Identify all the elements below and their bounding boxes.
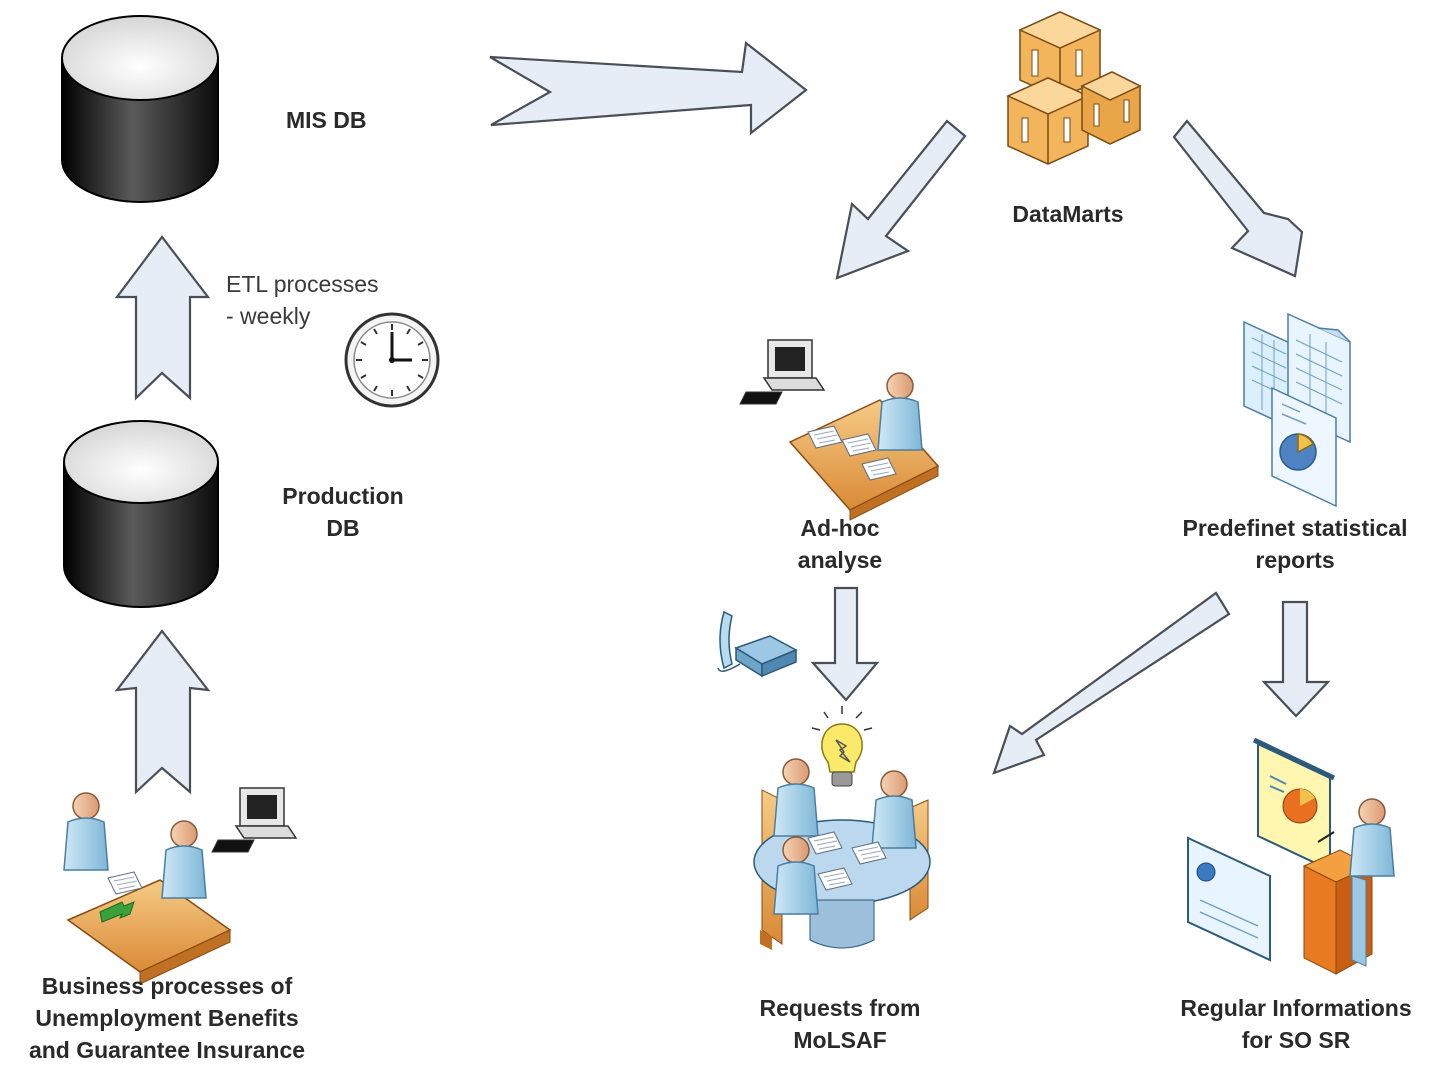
arrow-production-to-mis [114, 235, 211, 401]
etl-line-1: ETL processes [226, 271, 379, 297]
requests-line-2: MoLSAF [793, 1027, 887, 1053]
adhoc-line-2: analyse [797, 547, 883, 573]
arrow-datamarts-to-reports [1172, 119, 1304, 278]
business-line-2: Unemployment Benefits [35, 1005, 299, 1031]
arrow-reports-to-requests [992, 591, 1231, 775]
arrow-adhoc-to-requests [810, 586, 880, 702]
business-line-3: and Guarantee Insurance [28, 1037, 306, 1063]
adhoc-line-1: Ad-hoc [800, 515, 880, 541]
presenter-podium-icon [1187, 737, 1395, 975]
arrow-business-to-production [114, 629, 211, 795]
lightbulb-icon [811, 706, 873, 787]
etl-processes-label: ETL processes - weekly [226, 268, 379, 332]
telephone-icon [717, 610, 798, 678]
reports-documents-icon [1243, 312, 1351, 508]
datamarts-boxes-icon [1006, 11, 1142, 165]
regular-informations-label: Regular Informations for SO SR [1158, 992, 1434, 1056]
regular-line-2: for SO SR [1241, 1027, 1351, 1053]
etl-line-2: - weekly [226, 303, 311, 329]
mis-db-label: MIS DB [286, 104, 367, 136]
reports-line-1: Predefinet statistical [1182, 515, 1408, 541]
arrow-reports-to-regular [1261, 600, 1331, 718]
production-db-label: Production DB [272, 480, 414, 544]
business-line-1: Business processes of [41, 973, 293, 999]
datamarts-label-text: DataMarts [1012, 201, 1124, 227]
production-db-line-2: DB [326, 515, 360, 541]
arrow-datamarts-to-adhoc [835, 119, 967, 280]
mis-db-label-text: MIS DB [286, 107, 367, 133]
adhoc-analyse-icon [739, 339, 940, 521]
requests-line-1: Requests from [759, 995, 921, 1021]
adhoc-analyse-label: Ad-hoc analyse [770, 512, 910, 576]
business-processes-label: Business processes of Unemployment Benef… [4, 970, 330, 1066]
regular-line-1: Regular Informations [1180, 995, 1412, 1021]
meeting-table-icon [753, 758, 931, 950]
business-processes-icon [63, 787, 297, 985]
reports-line-2: reports [1255, 547, 1335, 573]
arrow-mis-to-datamarts [489, 40, 808, 136]
requests-label: Requests from MoLSAF [730, 992, 950, 1056]
production-db-line-1: Production [282, 483, 404, 509]
production-db-icon [63, 420, 219, 608]
clock-icon [344, 312, 440, 408]
mis-db-icon [61, 15, 219, 203]
reports-label: Predefinet statistical reports [1160, 512, 1430, 576]
datamarts-label: DataMarts [1000, 198, 1136, 230]
